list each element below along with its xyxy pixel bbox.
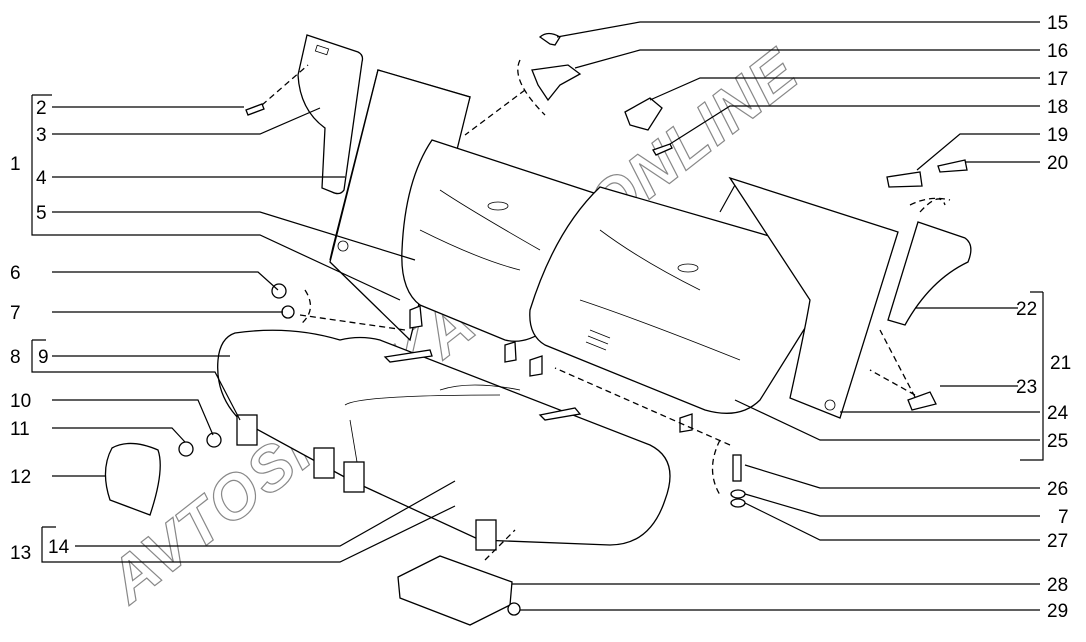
callout-22: 22 xyxy=(1016,299,1037,320)
callout-29: 29 xyxy=(1047,601,1068,622)
callout-11: 11 xyxy=(10,419,30,440)
callout-19: 19 xyxy=(1047,125,1068,146)
callout-16: 16 xyxy=(1047,41,1068,62)
callout-5: 5 xyxy=(36,203,47,224)
callout-17: 17 xyxy=(1047,69,1068,90)
part-box xyxy=(397,555,513,626)
part-left-trim-cover xyxy=(297,34,364,195)
callout-25: 25 xyxy=(1047,431,1068,452)
part-clip xyxy=(475,519,497,551)
callout-7b: 7 xyxy=(1058,507,1069,528)
callout-13: 13 xyxy=(10,543,31,564)
part-clip xyxy=(236,414,258,446)
callout-7: 7 xyxy=(10,303,21,324)
part-seat-cushion xyxy=(217,329,671,546)
part-clip xyxy=(313,447,335,479)
callout-20: 20 xyxy=(1047,153,1068,174)
callout-27: 27 xyxy=(1047,531,1068,552)
callout-15: 15 xyxy=(1047,13,1068,34)
part-end-cap xyxy=(104,442,161,516)
callout-8: 8 xyxy=(10,347,21,368)
part-right-back-panel xyxy=(728,176,899,419)
part-washer xyxy=(281,305,295,319)
part-screw xyxy=(245,103,265,116)
callout-1: 1 xyxy=(10,154,21,175)
callout-9: 9 xyxy=(38,347,49,368)
callout-14: 14 xyxy=(48,537,70,558)
callout-18: 18 xyxy=(1047,97,1068,118)
callout-2: 2 xyxy=(36,98,47,119)
callout-23: 23 xyxy=(1016,377,1037,398)
callout-21: 21 xyxy=(1050,353,1071,374)
callout-24: 24 xyxy=(1047,403,1069,424)
callout-28: 28 xyxy=(1047,575,1068,596)
callout-6: 6 xyxy=(10,263,21,284)
callout-26: 26 xyxy=(1047,479,1068,500)
callout-12: 12 xyxy=(10,467,31,488)
part-right-trim-cover xyxy=(887,221,972,326)
callout-3: 3 xyxy=(36,125,47,146)
part-clip xyxy=(343,461,365,493)
leader-lines xyxy=(31,21,1044,611)
callout-10: 10 xyxy=(10,391,31,412)
callout-4: 4 xyxy=(36,168,47,189)
